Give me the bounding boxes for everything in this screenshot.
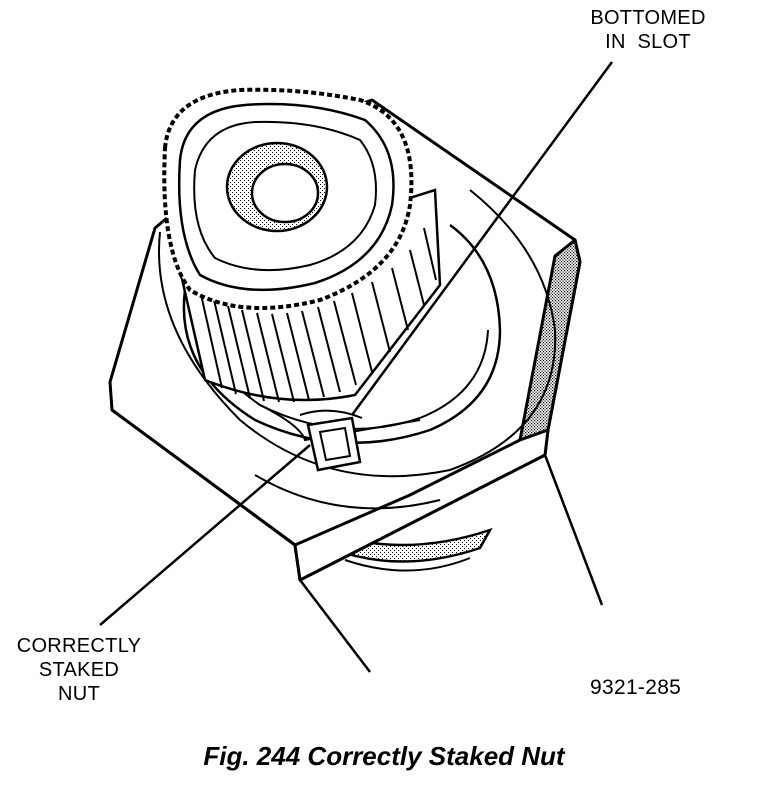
leader-correctly-staked-nut [99, 444, 311, 626]
label-correct-line3: NUT [57, 683, 100, 705]
leader-bottomed-in-slot [350, 61, 614, 416]
label-bottomed-line1: BOTTOMED [590, 7, 706, 29]
label-correctly-staked-nut: CORRECTLY STAKED NUT [4, 634, 154, 706]
leader-nut-right [543, 454, 604, 606]
leader-lines [99, 61, 614, 673]
label-bottomed-in-slot: BOTTOMED IN SLOT [568, 6, 728, 54]
knurled-cap [162, 87, 414, 310]
stake-slot [299, 409, 363, 472]
figure-caption: Fig. 244 Correctly Staked Nut [203, 741, 565, 771]
figure-reference-number: 9321-285 [590, 676, 682, 699]
label-correct-line2: STAKED [38, 659, 120, 681]
leader-nut-left [299, 579, 371, 673]
label-bottomed-line2: IN SLOT [605, 31, 691, 53]
label-correct-line1: CORRECTLY [16, 635, 142, 657]
